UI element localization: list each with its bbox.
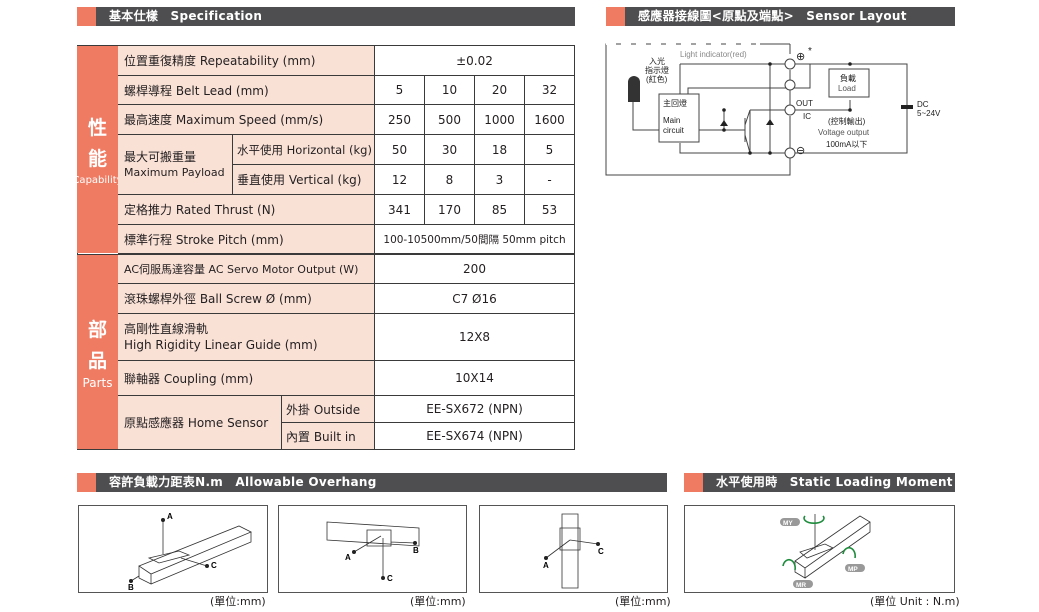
svg-text:IC: IC: [803, 112, 811, 121]
sensor-section-header: 感應器接線圖<原點及端點> Sensor Layout: [606, 7, 955, 26]
motor-value: 200: [375, 254, 575, 284]
sensor-outside-value: EE-SX672 (NPN): [375, 396, 575, 423]
overhang-diagram-wall: A C B: [278, 505, 467, 593]
svg-text:C: C: [387, 574, 393, 583]
svg-text:Light indicator(red): Light indicator(red): [680, 50, 747, 59]
svg-text:*: *: [808, 46, 812, 57]
svg-text:B: B: [128, 583, 134, 592]
svg-text:C: C: [211, 561, 217, 570]
svg-text:B: B: [413, 546, 419, 555]
svg-text:A: A: [543, 561, 549, 570]
speed-value: 1600: [525, 105, 575, 135]
payload-value: 5: [525, 135, 575, 165]
svg-text:circuit: circuit: [663, 126, 685, 135]
svg-text:⊕: ⊕: [796, 51, 805, 63]
guide-value: 12X8: [375, 314, 575, 361]
load-box: [828, 68, 870, 98]
stroke-label: 標準行程 Stroke Pitch (mm): [118, 225, 375, 254]
svg-text:DC: DC: [917, 100, 929, 109]
svg-text:(紅色): (紅色): [646, 74, 668, 84]
sensor-label: 原點感應器 Home Sensor: [118, 396, 282, 450]
payload-value: -: [525, 165, 575, 195]
payload-value: 30: [425, 135, 475, 165]
main-circuit-box: [658, 93, 700, 143]
overhang-diagram-horizontal: A C B: [78, 505, 268, 593]
coupling-value: 10X14: [375, 361, 575, 396]
payload-value: 12: [375, 165, 425, 195]
payload-value: 18: [475, 135, 525, 165]
speed-label: 最高速度 Maximum Speed (mm/s): [118, 105, 375, 135]
led-icon: [628, 76, 640, 102]
lead-value: 10: [425, 76, 475, 105]
sensor-outside-label: 外掛 Outside: [282, 396, 375, 423]
svg-text:MR: MR: [796, 582, 806, 589]
overhang-section-header: 容許負載力距表N.m Allowable Overhang: [77, 473, 667, 492]
screw-value: C7 Ø16: [375, 284, 575, 314]
thrust-value: 341: [375, 195, 425, 225]
svg-text:A: A: [167, 512, 173, 521]
speed-value: 1000: [475, 105, 525, 135]
unit-label: (單位 Unit : N.m): [870, 595, 960, 608]
svg-text:5~24V: 5~24V: [917, 109, 941, 118]
sensor-builtin-label: 內置 Built in: [282, 423, 375, 450]
svg-text:(控制輸出): (控制輸出): [828, 116, 866, 126]
sensor-wiring-diagram: Light indicator(red) 入光 指示燈 (紅色) 主回燈 Mai…: [605, 43, 941, 176]
lead-label: 螺桿導程 Belt Lead (mm): [118, 76, 375, 105]
thrust-value: 85: [475, 195, 525, 225]
payload-value: 8: [425, 165, 475, 195]
svg-text:Load: Load: [838, 84, 856, 93]
speed-value: 500: [425, 105, 475, 135]
sensor-builtin-value: EE-SX674 (NPN): [375, 423, 575, 450]
svg-text:Voltage output: Voltage output: [818, 128, 870, 137]
speed-value: 250: [375, 105, 425, 135]
svg-text:指示燈: 指示燈: [645, 65, 669, 75]
screw-label: 滾珠螺桿外徑 Ball Screw Ø (mm): [118, 284, 375, 314]
svg-text:MP: MP: [848, 566, 858, 573]
lead-value: 5: [375, 76, 425, 105]
stroke-value: 100-10500mm/50間隔 50mm pitch: [375, 225, 575, 254]
svg-text:Main: Main: [663, 116, 680, 125]
thrust-value: 170: [425, 195, 475, 225]
repeatability-label: 位置重復精度 Repeatability (mm): [118, 46, 375, 76]
repeatability-value: ±0.02: [375, 46, 575, 76]
svg-text:100mA以下: 100mA以下: [826, 140, 867, 149]
svg-text:入光: 入光: [649, 56, 665, 66]
motor-label: AC伺服馬達容量 AC Servo Motor Output (W): [118, 254, 375, 284]
unit-label: (單位:mm): [410, 595, 466, 608]
payload-horizontal-label: 水平使用 Horizontal (kg): [233, 135, 375, 165]
coupling-label: 聯軸器 Coupling (mm): [118, 361, 375, 396]
unit-label: (單位:mm): [615, 595, 671, 608]
svg-text:A: A: [345, 553, 351, 562]
svg-text:主回燈: 主回燈: [663, 98, 687, 108]
thrust-value: 53: [525, 195, 575, 225]
svg-text:C: C: [598, 547, 604, 556]
lead-value: 32: [525, 76, 575, 105]
svg-text:⊖: ⊖: [796, 145, 805, 157]
moment-section-header: 水平使用時 Static Loading Moment: [684, 473, 955, 492]
unit-label: (單位:mm): [210, 595, 266, 608]
spec-section-header: 基本仕樣 Specification: [77, 7, 575, 26]
payload-value: 3: [475, 165, 525, 195]
svg-text:負載: 負載: [840, 73, 856, 83]
svg-text:OUT: OUT: [796, 99, 813, 108]
svg-text:MY: MY: [783, 520, 793, 527]
payload-value: 50: [375, 135, 425, 165]
static-moment-diagram: MY MP MR: [684, 505, 955, 593]
lead-value: 20: [475, 76, 525, 105]
payload-vertical-label: 垂直使用 Vertical (kg): [233, 165, 375, 195]
thrust-label: 定格推力 Rated Thrust (N): [118, 195, 375, 225]
